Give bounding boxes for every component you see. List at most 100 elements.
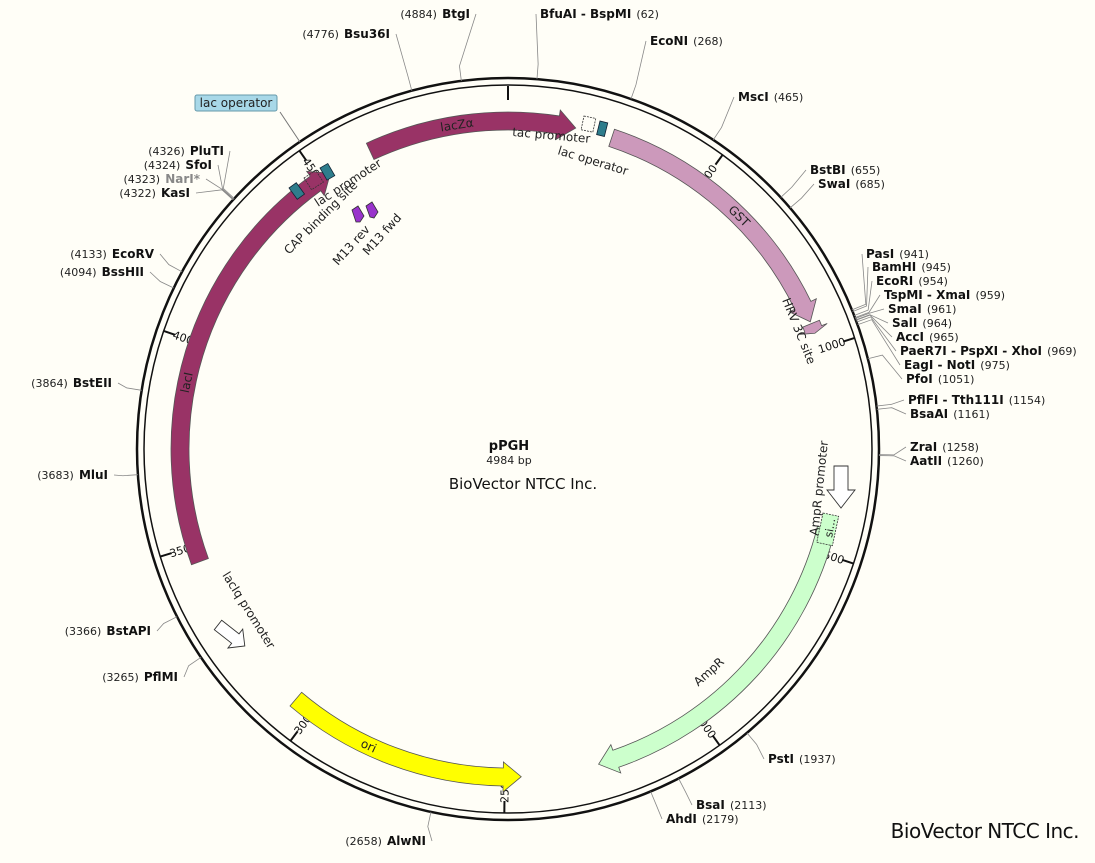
site-name: MscI <box>738 90 769 104</box>
site-pflfi-tth111i[interactable]: PflFI - Tth111I (1154) <box>908 389 1045 408</box>
site-kasi[interactable]: (4322) KasI <box>119 182 190 201</box>
site-leader <box>746 732 765 760</box>
site-leader <box>878 446 907 456</box>
feature-hrv[interactable] <box>799 319 828 335</box>
site-bfuai-bspmi[interactable]: BfuAI - BspMI (62) <box>540 3 659 22</box>
site-sfoi[interactable]: (4324) SfoI <box>144 154 212 173</box>
site-name: BstBI <box>810 163 846 177</box>
site-acci[interactable]: AccI (965) <box>896 326 959 345</box>
site-text: (3683) MluI <box>37 464 108 483</box>
site-text: SwaI (685) <box>818 173 885 192</box>
site-alwni[interactable]: (2658) AlwNI <box>345 830 426 849</box>
lac-operator-highlight[interactable] <box>194 94 278 112</box>
site-name: EcoRV <box>112 247 155 261</box>
site-bsteii[interactable]: (3864) BstEII <box>31 372 112 391</box>
site-text: PfoI (1051) <box>906 368 974 387</box>
site-name: AatII <box>910 454 942 468</box>
site-msci[interactable]: MscI (465) <box>738 86 803 105</box>
site-tspmi-xmai[interactable]: TspMI - XmaI (959) <box>884 284 1005 303</box>
site-text: EcoNI (268) <box>650 30 723 49</box>
site-paer7i-pspxi-xhoi[interactable]: PaeR7I - PspXI - XhoI (969) <box>900 340 1077 359</box>
site-text: (4323) NarI* <box>124 168 201 187</box>
site-text: (3864) BstEII <box>31 372 112 391</box>
site-leader <box>854 294 881 319</box>
site-leader <box>780 169 807 198</box>
site-bsaai[interactable]: BsaAI (1161) <box>910 403 990 422</box>
site-bamhi[interactable]: BamHI (945) <box>872 256 951 275</box>
site-pasi[interactable]: PasI (941) <box>866 243 929 262</box>
site-psti[interactable]: PstI (1937) <box>768 748 836 767</box>
feature-ori[interactable] <box>289 691 522 793</box>
site-name: SalI <box>892 316 917 330</box>
site-nari-[interactable]: (4323) NarI* <box>124 168 201 187</box>
site-ahdi[interactable]: AhdI (2179) <box>666 808 739 827</box>
tick-mark <box>711 734 721 746</box>
site-leader <box>113 474 138 477</box>
lac-operator-right-box <box>596 120 609 138</box>
site-position: (945) <box>921 261 951 274</box>
site-text: MscI (465) <box>738 86 803 105</box>
site-text: BfuAI - BspMI (62) <box>540 3 659 22</box>
lac-operator-box <box>319 162 336 181</box>
site-position: (655) <box>851 164 881 177</box>
feature-lacZa[interactable] <box>365 109 577 161</box>
site-bsai[interactable]: BsaI (2113) <box>696 794 767 813</box>
site-text: SmaI (961) <box>888 298 956 317</box>
backbone-outer <box>135 76 881 822</box>
site-leader <box>878 455 907 462</box>
site-text: SalI (964) <box>892 312 952 331</box>
site-leader <box>876 399 905 407</box>
site-position: (959) <box>975 289 1005 302</box>
site-leader <box>712 96 735 141</box>
tick-mark <box>289 730 299 742</box>
site-text: BamHI (945) <box>872 256 951 275</box>
site-pflmi[interactable]: (3265) PflMI <box>102 666 178 685</box>
site-eagi-noti[interactable]: EagI - NotI (975) <box>904 354 1010 373</box>
site-pluti[interactable]: (4326) PluTI <box>148 140 224 159</box>
site-sali[interactable]: SalI (964) <box>892 312 952 331</box>
site-pfoi[interactable]: PfoI (1051) <box>906 368 974 387</box>
site-ecori[interactable]: EcoRI (954) <box>876 270 948 289</box>
site-position: (4323) <box>124 173 161 186</box>
site-text: EcoRI (954) <box>876 270 948 289</box>
site-bsshii[interactable]: (4094) BssHII <box>60 261 144 280</box>
site-leader <box>156 616 178 632</box>
site-bstapi[interactable]: (3366) BstAPI <box>65 620 151 639</box>
site-name: PaeR7I - PspXI - XhoI <box>900 344 1042 358</box>
site-name: AccI <box>896 330 924 344</box>
site-btgi[interactable]: (4884) BtgI <box>400 3 470 22</box>
site-text: (4322) KasI <box>119 182 190 201</box>
site-position: (964) <box>922 317 952 330</box>
site-zrai[interactable]: ZraI (1258) <box>910 436 979 455</box>
site-bstbi[interactable]: BstBI (655) <box>810 159 880 178</box>
site-text: (2658) AlwNI <box>345 830 426 849</box>
feature-label-lacZa: lacZα <box>439 115 474 134</box>
site-leader <box>217 164 234 200</box>
tac-promoter-label: tac promoter <box>512 125 591 146</box>
tick-mark <box>298 150 308 162</box>
site-leader <box>855 314 893 338</box>
site-name: EcoNI <box>650 34 688 48</box>
site-leader <box>427 811 433 842</box>
site-mlui[interactable]: (3683) MluI <box>37 464 108 483</box>
site-name: TspMI - XmaI <box>884 288 970 302</box>
site-position: (1051) <box>938 373 975 386</box>
site-position: (1258) <box>942 441 979 454</box>
site-aatii[interactable]: AatII (1260) <box>910 450 984 469</box>
site-name: SfoI <box>185 158 212 172</box>
tick-mark <box>714 154 724 166</box>
site-ecorv[interactable]: (4133) EcoRV <box>70 243 154 262</box>
site-position: (268) <box>693 35 723 48</box>
site-swai[interactable]: SwaI (685) <box>818 173 885 192</box>
feature-ampr[interactable] <box>598 525 836 774</box>
site-bsu36i[interactable]: (4776) Bsu36I <box>302 23 390 42</box>
site-text: PaeR7I - PspXI - XhoI (969) <box>900 340 1077 359</box>
site-text: ZraI (1258) <box>910 436 979 455</box>
tick-mark <box>842 336 855 343</box>
site-name: PfoI <box>906 372 933 386</box>
feature-gst[interactable] <box>608 128 817 323</box>
site-name: PflFI - Tth111I <box>908 393 1004 407</box>
site-smai[interactable]: SmaI (961) <box>888 298 956 317</box>
backbone-inner <box>143 84 873 814</box>
site-econi[interactable]: EcoNI (268) <box>650 30 723 49</box>
